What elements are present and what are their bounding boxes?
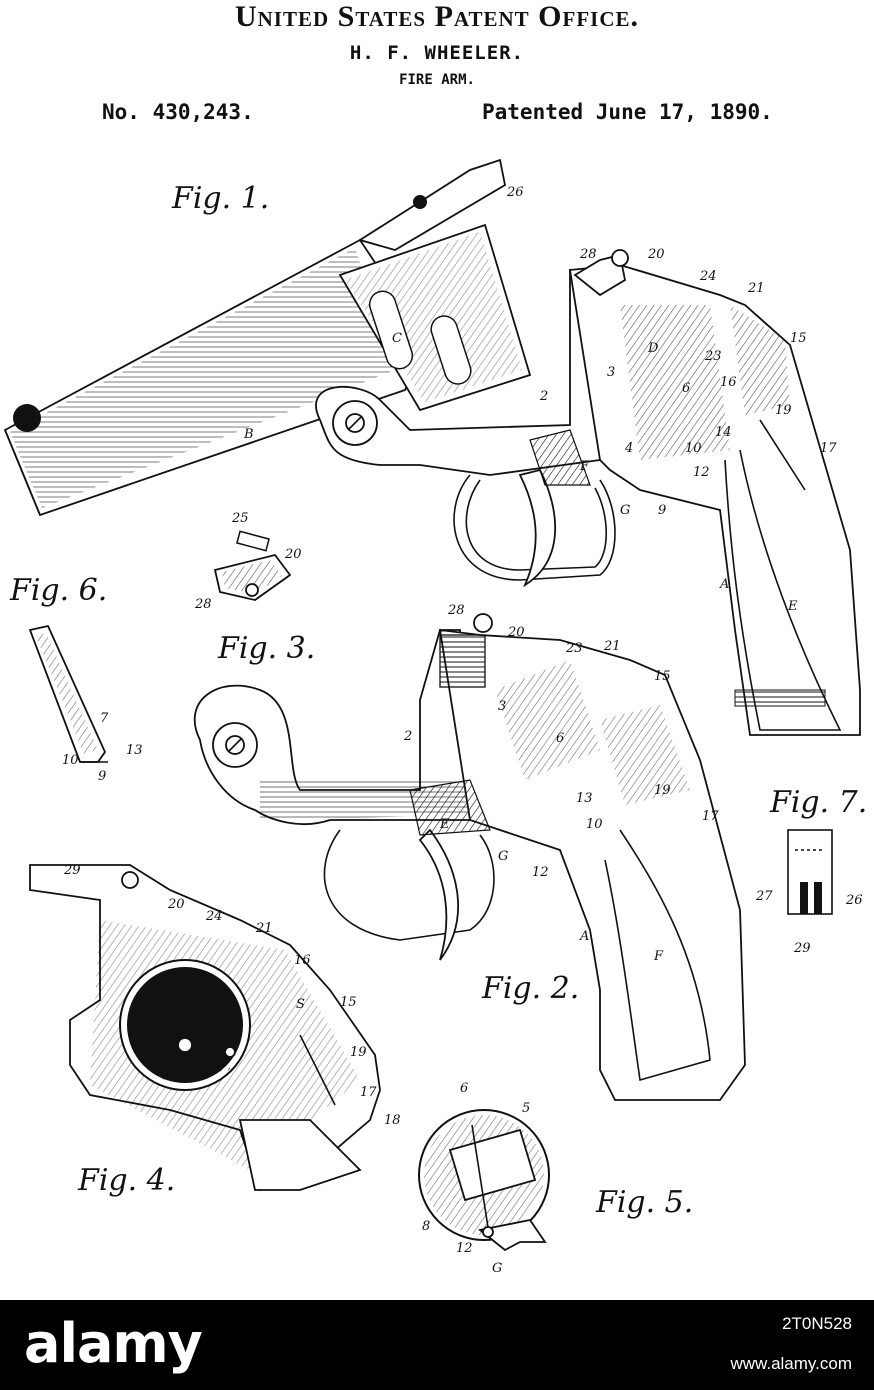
fig2-ref-19: 19 bbox=[654, 783, 671, 798]
fig2-ref-23: 23 bbox=[565, 641, 583, 656]
fig1-ref-28: 28 bbox=[579, 247, 597, 262]
fig1-ref-16: 16 bbox=[720, 375, 737, 390]
figure-1-drawing bbox=[5, 160, 860, 735]
fig5-ref-6: 6 bbox=[460, 1081, 468, 1096]
fig2-ref-10: 10 bbox=[586, 817, 603, 832]
fig1-ref-15: 15 bbox=[790, 331, 807, 346]
patent-sheet: United States Patent Office. H. F. WHEEL… bbox=[0, 0, 874, 1300]
fig1-ref-26: 26 bbox=[506, 185, 524, 200]
figure-5-drawing bbox=[419, 1110, 549, 1250]
patent-number: No. 430,243. bbox=[102, 100, 254, 124]
fig2-ref-13: 13 bbox=[576, 791, 593, 806]
fig2-ref-12: 12 bbox=[532, 865, 549, 880]
fig1-ref-c: C bbox=[392, 331, 402, 346]
fig2-ref-6: 6 bbox=[556, 731, 564, 746]
fig1-ref-e: E bbox=[787, 599, 798, 614]
fig1-ref-b: B bbox=[243, 427, 254, 442]
fig2-ref-15: 15 bbox=[654, 669, 671, 684]
fig-4-label: Fig. 4. bbox=[77, 1163, 175, 1198]
fig1-ref-d: D bbox=[647, 341, 659, 356]
figure-7-drawing bbox=[788, 830, 832, 914]
fig1-ref-17: 17 bbox=[820, 441, 837, 456]
fig2-ref-a: A bbox=[579, 929, 589, 944]
fig1-ref-21: 21 bbox=[747, 281, 765, 296]
fig2-ref-17: 17 bbox=[702, 809, 719, 824]
figure-3-drawing bbox=[215, 531, 290, 600]
fig2-ref-e: E bbox=[439, 817, 450, 832]
fig6-ref-10: 10 bbox=[62, 753, 79, 768]
fig4-ref-17: 17 bbox=[360, 1085, 377, 1100]
fig6-ref-7: 7 bbox=[100, 711, 109, 726]
fig2-ref-3: 3 bbox=[498, 699, 506, 714]
fig1-ref-20: 20 bbox=[647, 247, 665, 262]
fig-6-label: Fig. 6. bbox=[9, 573, 107, 608]
fig2-ref-2: 2 bbox=[403, 729, 412, 744]
fig7-ref-29: 29 bbox=[793, 941, 811, 956]
inventor-name: H. F. WHEELER. bbox=[0, 42, 874, 64]
fig1-ref-24: 24 bbox=[699, 269, 717, 284]
fig7-ref-27: 27 bbox=[755, 889, 773, 904]
fig7-ref-26: 26 bbox=[845, 893, 863, 908]
fig6-ref-9: 9 bbox=[98, 769, 106, 784]
figure-4-drawing bbox=[30, 865, 380, 1190]
site-url: www.alamy.com bbox=[730, 1354, 852, 1374]
invention-subject: FIRE ARM. bbox=[0, 72, 874, 88]
fig-3-label: Fig. 3. bbox=[217, 631, 315, 666]
fig1-ref-10: 10 bbox=[685, 441, 702, 456]
fig4-ref-24: 24 bbox=[205, 909, 223, 924]
fig4-ref-15: 15 bbox=[340, 995, 357, 1010]
fig1-ref-g: G bbox=[620, 503, 630, 518]
fig-7-label: Fig. 7. bbox=[769, 785, 867, 820]
fig1-ref-6: 6 bbox=[682, 381, 690, 396]
fig2-ref-21: 21 bbox=[603, 639, 621, 654]
fig4-ref-d: D bbox=[175, 985, 187, 1000]
fig2-ref-20: 20 bbox=[507, 625, 525, 640]
figure-6-drawing bbox=[30, 626, 108, 762]
stock-footer-bar: alamy 2T0N528 www.alamy.com bbox=[0, 1300, 874, 1390]
patent-office-heading: United States Patent Office. bbox=[0, 0, 874, 34]
fig6-ref-13: 13 bbox=[126, 743, 143, 758]
fig4-ref-19: 19 bbox=[350, 1045, 367, 1060]
fig5-ref-g: G bbox=[492, 1261, 502, 1276]
fig1-ref-3: 3 bbox=[607, 365, 615, 380]
fig5-ref-8: 8 bbox=[422, 1219, 430, 1234]
fig-1-label: Fig. 1. bbox=[171, 181, 269, 216]
fig-5-label: Fig. 5. bbox=[595, 1185, 693, 1220]
fig3-ref-20: 20 bbox=[284, 547, 302, 562]
image-id: 2T0N528 bbox=[782, 1314, 852, 1334]
fig1-ref-a: A bbox=[719, 577, 729, 592]
fig5-ref-5: 5 bbox=[522, 1101, 530, 1116]
fig3-ref-25: 25 bbox=[231, 511, 249, 526]
fig1-ref-23: 23 bbox=[704, 349, 722, 364]
patent-date: Patented June 17, 1890. bbox=[482, 100, 773, 124]
fig1-ref-9: 9 bbox=[658, 503, 666, 518]
fig1-ref-2: 2 bbox=[539, 389, 548, 404]
alamy-logo: alamy bbox=[24, 1312, 202, 1375]
fig1-ref-12: 12 bbox=[693, 465, 710, 480]
fig-2-label: Fig. 2. bbox=[481, 971, 579, 1006]
fig1-ref-4: 4 bbox=[624, 441, 633, 456]
fig1-ref-f: F bbox=[579, 459, 590, 474]
fig4-ref-20: 20 bbox=[167, 897, 185, 912]
fig1-ref-19: 19 bbox=[775, 403, 792, 418]
fig5-ref-12: 12 bbox=[456, 1241, 473, 1256]
fig4-ref-21: 21 bbox=[255, 921, 273, 936]
fig4-ref-16: 16 bbox=[294, 953, 311, 968]
fig2-ref-f: F bbox=[653, 949, 664, 964]
fig4-ref-s: S bbox=[296, 997, 305, 1012]
fig4-ref-14: 14 bbox=[198, 1061, 215, 1076]
fig4-ref-29: 29 bbox=[63, 863, 81, 878]
patent-drawing: Fig. 1. 26 C B 28 20 24 21 15 2 3 D 23 6… bbox=[0, 130, 874, 1300]
fig4-ref-18: 18 bbox=[384, 1113, 401, 1128]
fig3-ref-28: 28 bbox=[194, 597, 212, 612]
fig2-ref-g: G bbox=[498, 849, 508, 864]
fig2-ref-28: 28 bbox=[447, 603, 465, 618]
fig1-ref-14: 14 bbox=[715, 425, 732, 440]
